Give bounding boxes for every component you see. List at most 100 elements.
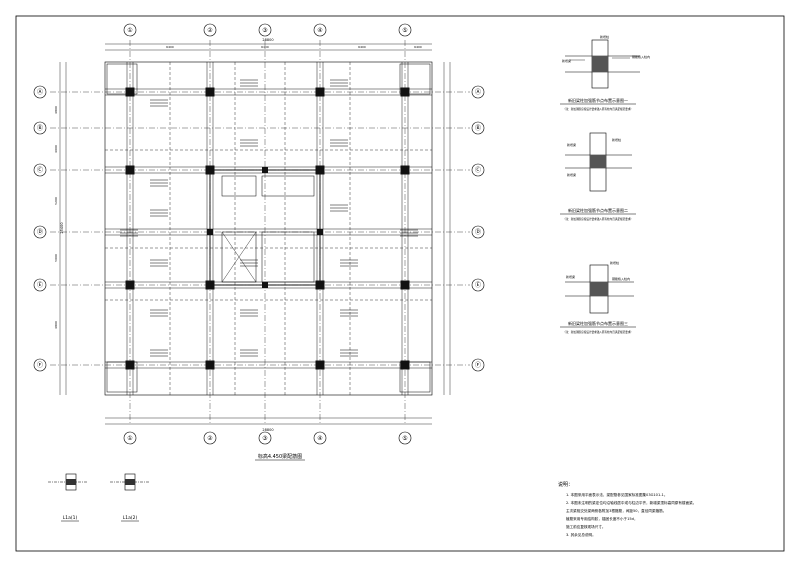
column [125, 87, 135, 97]
axis-label-top: ② [207, 27, 213, 34]
axis-bubble-left [33, 121, 47, 135]
opening-box [261, 175, 315, 197]
detail-1-label-2: 新增柱 [600, 34, 609, 39]
column [315, 87, 325, 97]
corner-room [399, 63, 431, 95]
axis-label-right: Ⓑ [475, 124, 481, 132]
column [262, 167, 268, 173]
notes-line-4: 植筋采用专用结构胶，锚固长度不小于15d， [566, 516, 638, 521]
axis-label-bottom: ⑤ [402, 435, 407, 442]
section-1-label: L1a(1) [63, 515, 78, 521]
section-2-label: L1a(2) [123, 515, 138, 521]
axis-bubble-top [123, 23, 137, 37]
axis-label-top: ⑤ [402, 27, 407, 34]
axis-label-bottom: ① [127, 435, 132, 442]
column [400, 360, 410, 370]
axis-bubble-left [33, 278, 47, 292]
detail-1-label-1: 新增梁 [562, 58, 571, 63]
axis-label-bottom: ④ [317, 435, 322, 442]
notes-heading: 说明： [558, 481, 573, 488]
detail-1-note: （注：新加钢筋应按设计要求锚入原有柱内且满足规范要求） [563, 107, 633, 111]
corner-room [106, 63, 138, 95]
column [315, 280, 325, 290]
detail-2-label-2: 新增梁 [567, 172, 576, 177]
axis-label-right: Ⓓ [475, 228, 481, 236]
axis-label-left: Ⓔ [37, 281, 43, 289]
axis-label-right: Ⓐ [475, 88, 481, 96]
axis-bubble-top [258, 23, 272, 37]
axis-label-left: Ⓑ [37, 124, 43, 132]
axis-bubble-bottom [203, 431, 217, 445]
dimension-span-top: 6400 [261, 45, 269, 49]
axis-bubble-bottom [313, 431, 327, 445]
dimension-overall-bottom: 28800 [262, 428, 273, 432]
dimension-span-left: 4800 [54, 106, 58, 114]
general-notes: 说明： 1. 本图采用平面表示法，梁配筋参见国家标准图集03G101-1。 2.… [558, 481, 696, 537]
dimension-overall-top: 28800 [262, 38, 273, 42]
column [205, 87, 215, 97]
opening-cross [221, 231, 257, 283]
axis-bubble-bottom [258, 431, 272, 445]
section-1: L1a(1) [48, 473, 88, 522]
section-1-fill [66, 479, 76, 485]
stair-box [221, 231, 257, 283]
dimension-span-left: 5000 [54, 254, 58, 262]
axis-label-left: Ⓕ [37, 361, 43, 369]
column [400, 87, 410, 97]
detail-2-note: （注：新加钢筋应按设计要求锚入原有柱内且满足规范要求） [563, 217, 633, 221]
detail-1-title: 新旧梁柱加强筋节点布置示意图一 [568, 97, 628, 103]
detail-1-label-3: 钢筋植入柱内 [632, 54, 650, 59]
column [315, 360, 325, 370]
detail-3-title: 新旧梁柱加强筋节点布置示意图三 [568, 320, 628, 326]
column [125, 280, 135, 290]
column [125, 360, 135, 370]
axis-bubble-left [33, 85, 47, 99]
detail-2-node [590, 155, 606, 168]
axis-bubble-right [471, 225, 485, 239]
axis-bubble-left [33, 225, 47, 239]
detail-3: 新增梁 新增柱 钢筋植入柱内 新旧梁柱加强筋节点布置示意图三 （注：新加钢筋应按… [560, 260, 636, 334]
sheet-border [15, 15, 785, 552]
column [205, 280, 215, 290]
axis-bubble-bottom [398, 431, 412, 445]
plan-title: 标高4.450梁配筋图 [258, 453, 302, 460]
column [125, 165, 135, 175]
column [317, 229, 323, 235]
axis-label-right: Ⓒ [475, 166, 481, 174]
detail-3-node [590, 282, 608, 296]
slab-outline [104, 61, 433, 396]
dimension-overall-left: 25400 [60, 222, 64, 233]
axis-label-bottom: ② [207, 435, 213, 442]
notes-line-5: 施工前应复核现场尺寸。 [566, 524, 606, 529]
dimension-span-left: 5200 [54, 197, 58, 205]
notes-line-1: 1. 本图采用平面表示法，梁配筋参见国家标准图集03G101-1。 [566, 492, 667, 497]
notes-line-6: 3. 其余见总说明。 [566, 532, 596, 537]
axis-bubble-right [471, 85, 485, 99]
column [315, 165, 325, 175]
detail-1: 新增梁 新增柱 钢筋植入柱内 新旧梁柱加强筋节点布置示意图一 （注：新加钢筋应按… [560, 34, 650, 111]
opening-box [261, 231, 315, 283]
axis-bubble-top [313, 23, 327, 37]
axis-bubble-top [398, 23, 412, 37]
column [400, 165, 410, 175]
dimension-span-left: 4000 [54, 145, 58, 153]
axis-bubble-left [33, 163, 47, 177]
axis-label-left: Ⓐ [37, 88, 43, 96]
detail-3-label-2: 新增柱 [610, 260, 619, 265]
detail-3-label-1: 新增梁 [566, 274, 575, 279]
notes-line-3: 主次梁相交处梁两侧各附加3根箍筋，间距50，直径同梁箍筋。 [566, 508, 666, 513]
dimension-span-left: 4800 [54, 321, 58, 329]
stair-box [221, 175, 257, 197]
axis-bubble-bottom [123, 431, 137, 445]
dimension-span-top: 6400 [166, 45, 174, 49]
detail-2-title: 新旧梁柱加强筋节点布置示意图二 [568, 207, 628, 213]
column [207, 229, 213, 235]
detail-1-node [592, 56, 608, 72]
dimension-span-top: 6400 [358, 45, 366, 49]
detail-2-label-3: 新增柱 [612, 137, 621, 142]
detail-2: 新增梁 新增梁 新增柱 新旧梁柱加强筋节点布置示意图二 （注：新加钢筋应按设计要… [560, 132, 636, 221]
axis-label-top: ① [127, 27, 132, 34]
axis-label-left: Ⓒ [37, 166, 43, 174]
detail-3-label-3: 钢筋植入柱内 [612, 276, 630, 281]
